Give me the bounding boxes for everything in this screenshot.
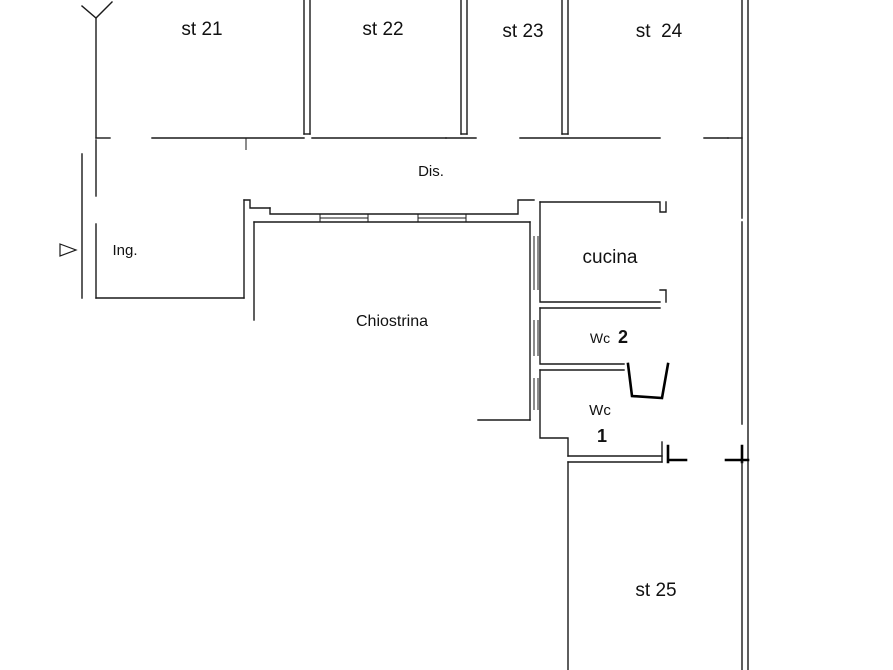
window-wc1 xyxy=(533,378,539,410)
label-chiostrina: Chiostrina xyxy=(356,313,428,330)
shower-tray xyxy=(626,362,670,400)
label-cucina: cucina xyxy=(583,247,638,268)
door-mark xyxy=(724,444,750,464)
door-mark xyxy=(666,444,688,464)
cucina-top-wall xyxy=(539,201,667,213)
window-wc2 xyxy=(533,320,539,356)
label-st21: st 21 xyxy=(181,19,222,40)
wc1-walls xyxy=(539,369,569,457)
room-labels: st 21 st 22 st 23 st 24 Dis. Ing. cucina… xyxy=(112,19,682,601)
label-st23: st 23 xyxy=(502,21,543,42)
label-wc2-number: 2 xyxy=(618,327,628,347)
label-st22: st 22 xyxy=(362,19,403,40)
cucina-walls xyxy=(539,201,661,303)
window-cucina xyxy=(533,236,539,290)
corner-wall-diagonal xyxy=(81,1,113,19)
label-ing: Ing. xyxy=(112,242,137,259)
label-st25: st 25 xyxy=(635,580,676,601)
label-dis: Dis. xyxy=(418,163,444,180)
chiostrina-top-outer xyxy=(269,199,535,215)
label-st24: st 24 xyxy=(636,21,683,42)
label-wc1-number: 1 xyxy=(597,426,607,446)
cucina-door-jamb xyxy=(659,289,667,303)
label-wc2: Wc xyxy=(590,330,610,346)
wall-jog xyxy=(243,199,271,209)
entrance-arrow-icon xyxy=(59,243,78,257)
wc2-walls xyxy=(539,307,625,365)
walls xyxy=(81,0,750,670)
label-wc1: Wc xyxy=(589,402,611,419)
